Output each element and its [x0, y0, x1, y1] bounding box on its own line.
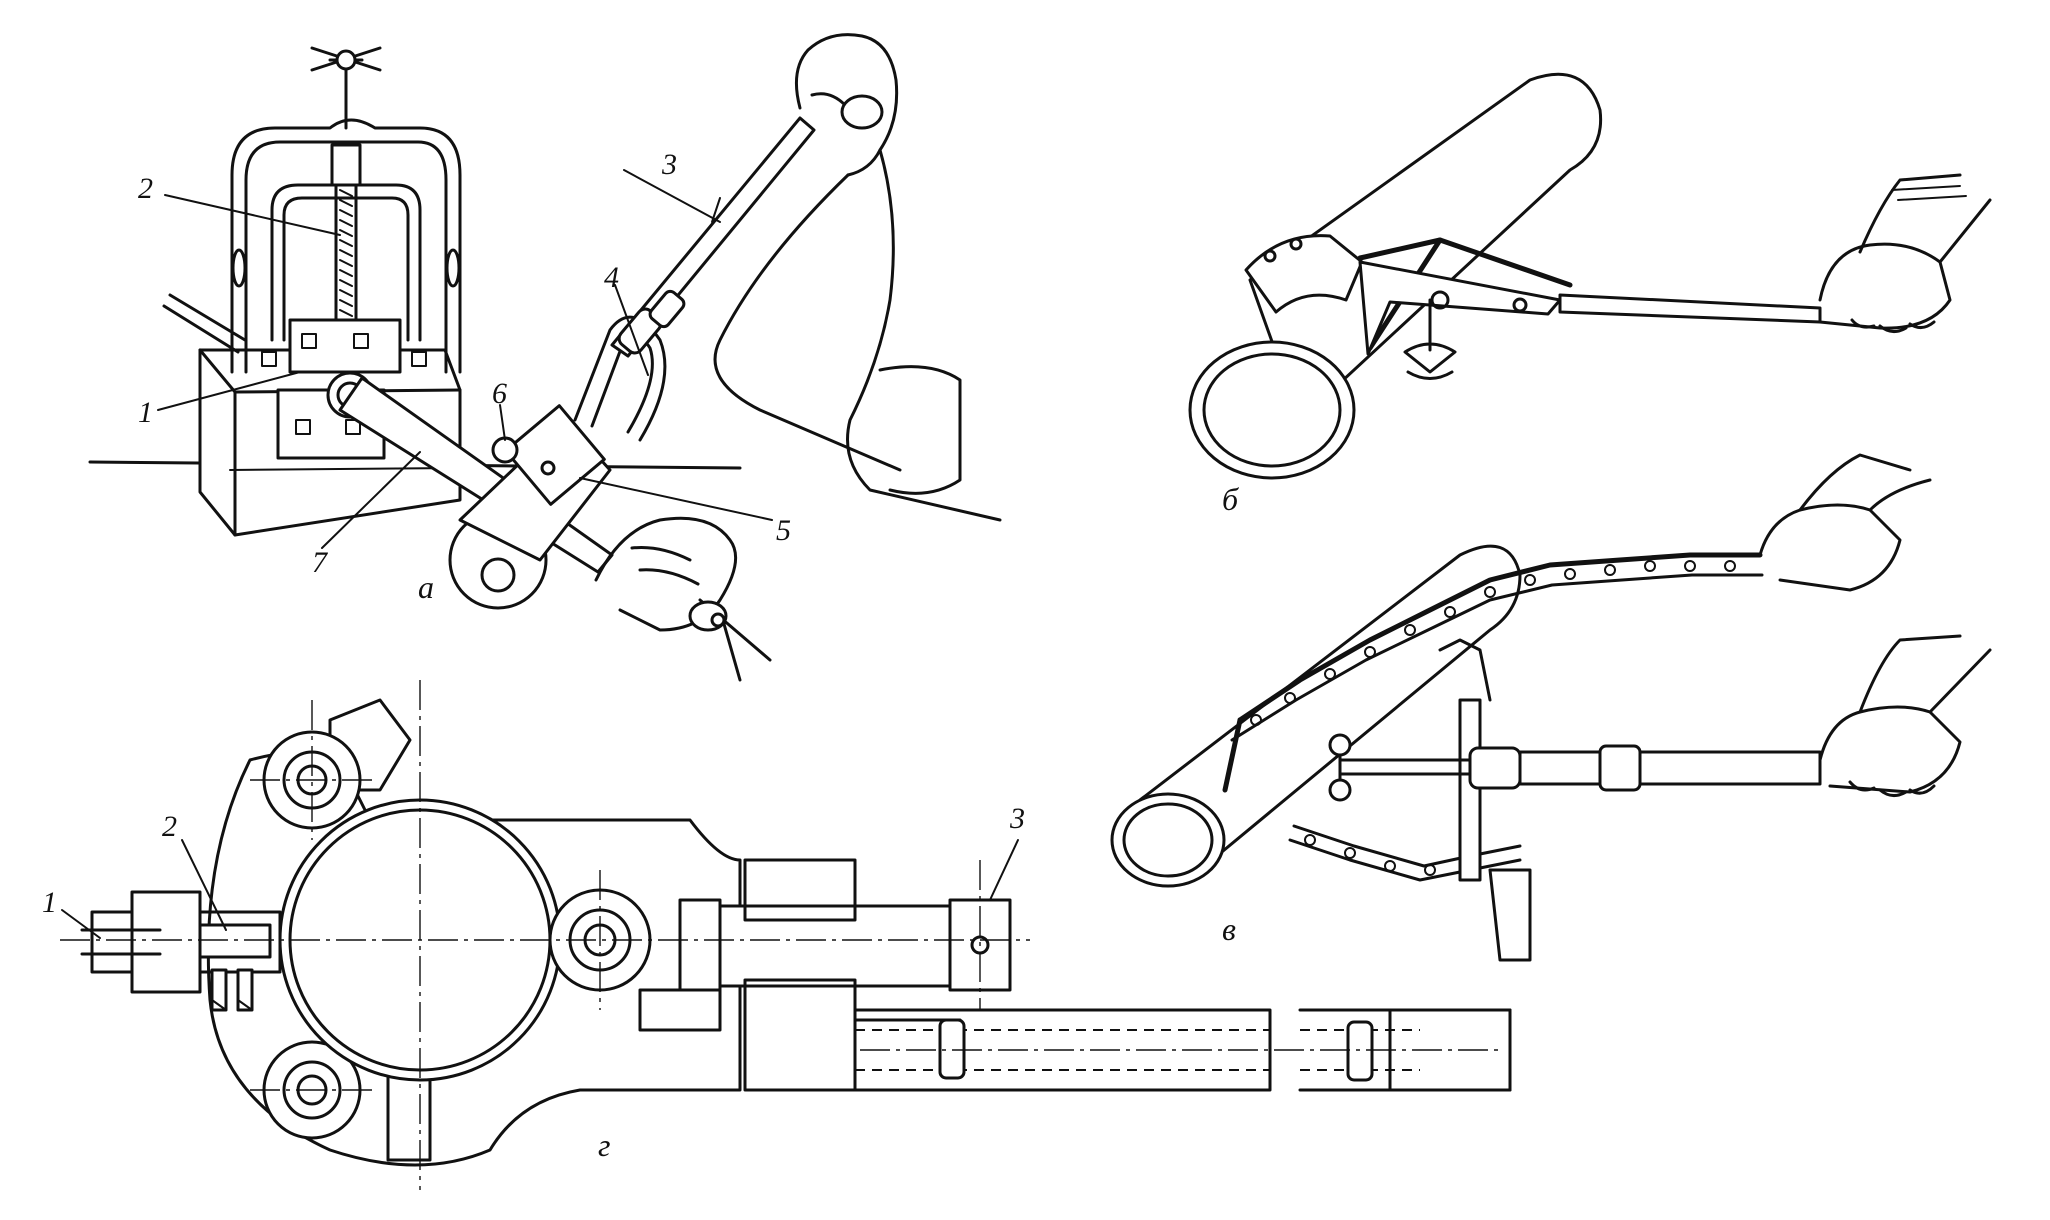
caption-b: б — [1222, 481, 1239, 517]
label-a-6: 6 — [492, 377, 507, 410]
panel-g-sectional-drawing — [60, 680, 1512, 1190]
panel-g-labels: 1 2 3 г — [42, 802, 1025, 1163]
caption-a: а — [418, 569, 434, 605]
caption-v: в — [1222, 911, 1236, 947]
caption-g: г — [598, 1127, 610, 1163]
panel-a-pipe-vise-and-cutter — [88, 33, 1002, 682]
label-a-2: 2 — [138, 172, 153, 205]
label-g-3: 3 — [1009, 802, 1025, 835]
label-a-3: 3 — [661, 148, 677, 181]
panel-b-band-wrench — [1188, 72, 1992, 480]
label-g-1: 1 — [42, 886, 57, 919]
panel-a-labels: 1 2 3 4 5 6 7 а — [138, 148, 791, 605]
label-g-2: 2 — [162, 810, 177, 843]
label-a-5: 5 — [776, 514, 791, 547]
label-a-7: 7 — [312, 546, 329, 579]
label-a-1: 1 — [138, 396, 153, 429]
panel-v-chain-wrench — [1110, 453, 1992, 962]
label-a-4: 4 — [604, 261, 619, 294]
